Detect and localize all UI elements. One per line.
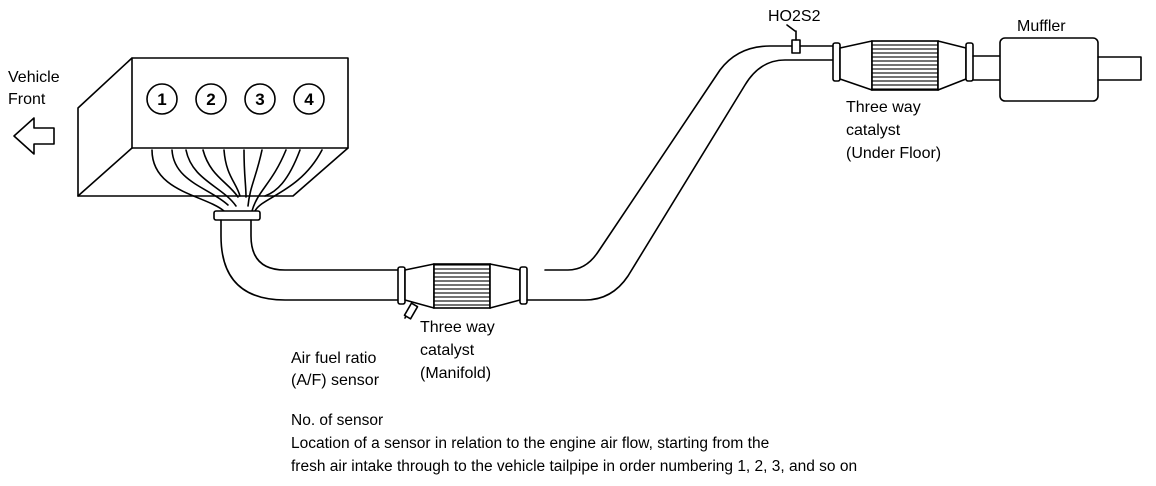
svg-text:Vehicle: Vehicle [8, 69, 60, 86]
svg-text:catalyst: catalyst [420, 342, 475, 359]
cylinder-2: 2 [195, 83, 227, 115]
note-line-1: Location of a sensor in relation to the … [291, 435, 769, 452]
cylinder-1: 1 [146, 83, 178, 115]
svg-text:(A/F) sensor: (A/F) sensor [291, 372, 380, 389]
vehicle-front-label: Vehicle Front [8, 69, 60, 108]
exhaust-manifold [151, 149, 323, 221]
engine-block [77, 57, 349, 197]
note-line-2: fresh air intake through to the vehicle … [291, 458, 857, 475]
cylinder-4: 4 [293, 83, 325, 115]
svg-text:Three way: Three way [420, 319, 495, 336]
muffler [999, 37, 1099, 102]
cylinder-3: 3 [244, 83, 276, 115]
svg-text:Three way: Three way [846, 99, 921, 116]
underfloor-catalyst [839, 40, 974, 91]
svg-text:3: 3 [255, 90, 264, 109]
tail-exhaust-pipe [972, 37, 1142, 102]
svg-text:(Manifold): (Manifold) [420, 365, 491, 382]
svg-text:(Under Floor): (Under Floor) [846, 145, 941, 162]
svg-text:Front: Front [8, 91, 46, 108]
manifold-catalyst-label: Three way catalyst (Manifold) [420, 319, 495, 382]
svg-text:2: 2 [206, 90, 215, 109]
vehicle-front-arrow-icon [13, 117, 55, 155]
sensor-numbering-note: No. of sensor Location of a sensor in re… [291, 412, 857, 475]
svg-text:Air fuel ratio: Air fuel ratio [291, 350, 376, 367]
front-exhaust-pipe [220, 219, 406, 305]
af-sensor [403, 302, 419, 320]
svg-text:catalyst: catalyst [846, 122, 901, 139]
note-title: No. of sensor [291, 412, 383, 429]
svg-text:4: 4 [304, 90, 314, 109]
manifold-catalyst [404, 263, 528, 309]
ho2s2-label: HO2S2 [768, 8, 821, 25]
af-sensor-label: Air fuel ratio (A/F) sensor [291, 350, 380, 389]
mid-exhaust-pipe [526, 42, 841, 301]
underfloor-catalyst-label: Three way catalyst (Under Floor) [846, 99, 941, 162]
svg-text:1: 1 [157, 90, 166, 109]
ho2s2-sensor [786, 24, 801, 54]
muffler-label: Muffler [1017, 18, 1066, 35]
